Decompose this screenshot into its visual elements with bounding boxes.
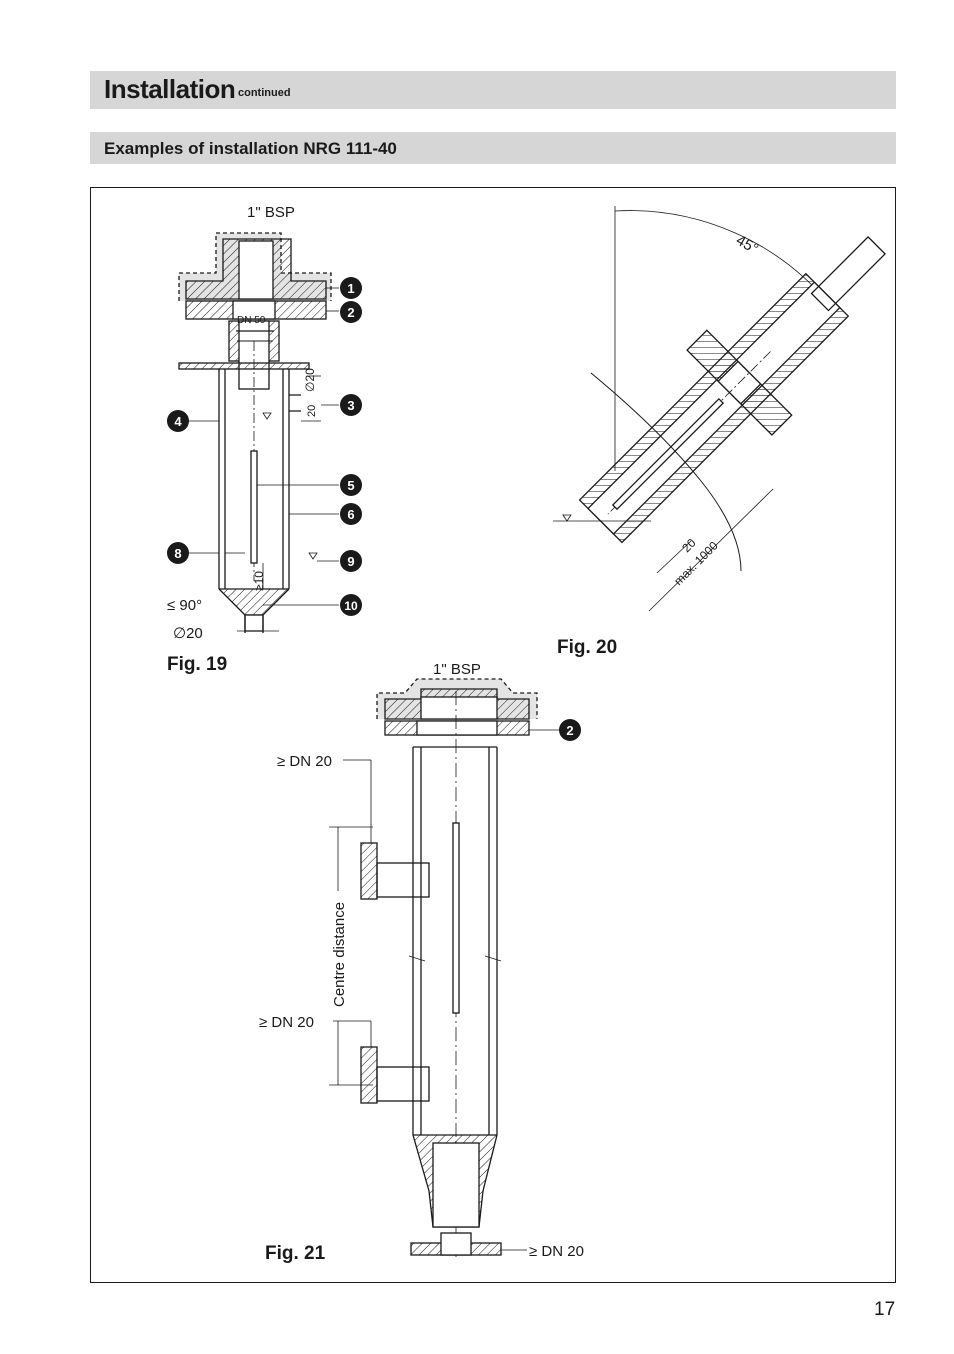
fig19-dim-diameter: ∅20 bbox=[303, 368, 317, 392]
callout-10-label: 10 bbox=[344, 599, 358, 613]
fig21-callout-2: 2 bbox=[559, 719, 581, 741]
fig21-callout-2-label: 2 bbox=[566, 723, 573, 738]
figure-frame: 1" BSP DN 50 ∅20 20 ≥10 ≤ 90° ∅20 Fig. 1… bbox=[90, 187, 896, 1283]
fig19-thread-label: 1" BSP bbox=[247, 204, 295, 221]
callout-8-label: 8 bbox=[174, 546, 181, 561]
fig21-dn-top: ≥ DN 20 bbox=[277, 753, 332, 770]
title-suffix: continued bbox=[238, 87, 291, 99]
fig19-caption: Fig. 19 bbox=[167, 654, 227, 675]
fig19-dim-20: 20 bbox=[306, 405, 318, 417]
callout-3: 3 bbox=[340, 394, 362, 416]
callout-9-label: 9 bbox=[347, 554, 354, 569]
header-band: Installation continued bbox=[90, 71, 896, 109]
callout-4-label: 4 bbox=[174, 414, 182, 429]
callout-3-label: 3 bbox=[347, 398, 354, 413]
fig21-thread-label: 1" BSP bbox=[433, 661, 481, 678]
installation-drawings: 1" BSP DN 50 ∅20 20 ≥10 ≤ 90° ∅20 Fig. 1… bbox=[167, 204, 886, 1264]
fig19-angle-label: ≤ 90° bbox=[167, 597, 202, 614]
callout-5-label: 5 bbox=[347, 478, 354, 493]
callout-2-label: 2 bbox=[347, 305, 354, 320]
callout-9: 9 bbox=[340, 550, 362, 572]
fig21-dn-mid: ≥ DN 20 bbox=[259, 1014, 314, 1031]
callout-2: 2 bbox=[340, 301, 362, 323]
fig19-min-label: ≥10 bbox=[252, 571, 266, 591]
fig20-caption: Fig. 20 bbox=[557, 637, 617, 658]
fig21-caption: Fig. 21 bbox=[265, 1243, 326, 1264]
callout-6: 6 bbox=[340, 503, 362, 525]
fig20-drawing bbox=[553, 206, 886, 612]
section-title: Examples of installation NRG 111-40 bbox=[104, 139, 397, 158]
callout-1-label: 1 bbox=[347, 281, 354, 296]
callout-4: 4 bbox=[167, 410, 189, 432]
fig21-drawing bbox=[329, 678, 559, 1259]
callout-6-label: 6 bbox=[347, 507, 354, 522]
section-band: Examples of installation NRG 111-40 bbox=[90, 132, 896, 164]
callout-5: 5 bbox=[340, 474, 362, 496]
callout-10: 10 bbox=[340, 594, 362, 616]
callout-1: 1 bbox=[340, 277, 362, 299]
fig19-drawing bbox=[178, 232, 339, 633]
fig21-dn-bottom: ≥ DN 20 bbox=[529, 1243, 584, 1260]
page-number: 17 bbox=[874, 1299, 896, 1320]
page-title: Installation bbox=[104, 74, 236, 104]
fig19-bottom-diameter: ∅20 bbox=[173, 625, 203, 642]
fig20-dim-20: 20 bbox=[679, 536, 699, 556]
fig19-dn-label: DN 50 bbox=[237, 315, 266, 326]
fig21-centre-distance: Centre distance bbox=[331, 902, 348, 1007]
fig20-angle: 45° bbox=[733, 232, 761, 258]
callout-8: 8 bbox=[167, 542, 189, 564]
fig19-callouts: 1 2 3 4 5 6 8 9 10 bbox=[167, 277, 362, 616]
